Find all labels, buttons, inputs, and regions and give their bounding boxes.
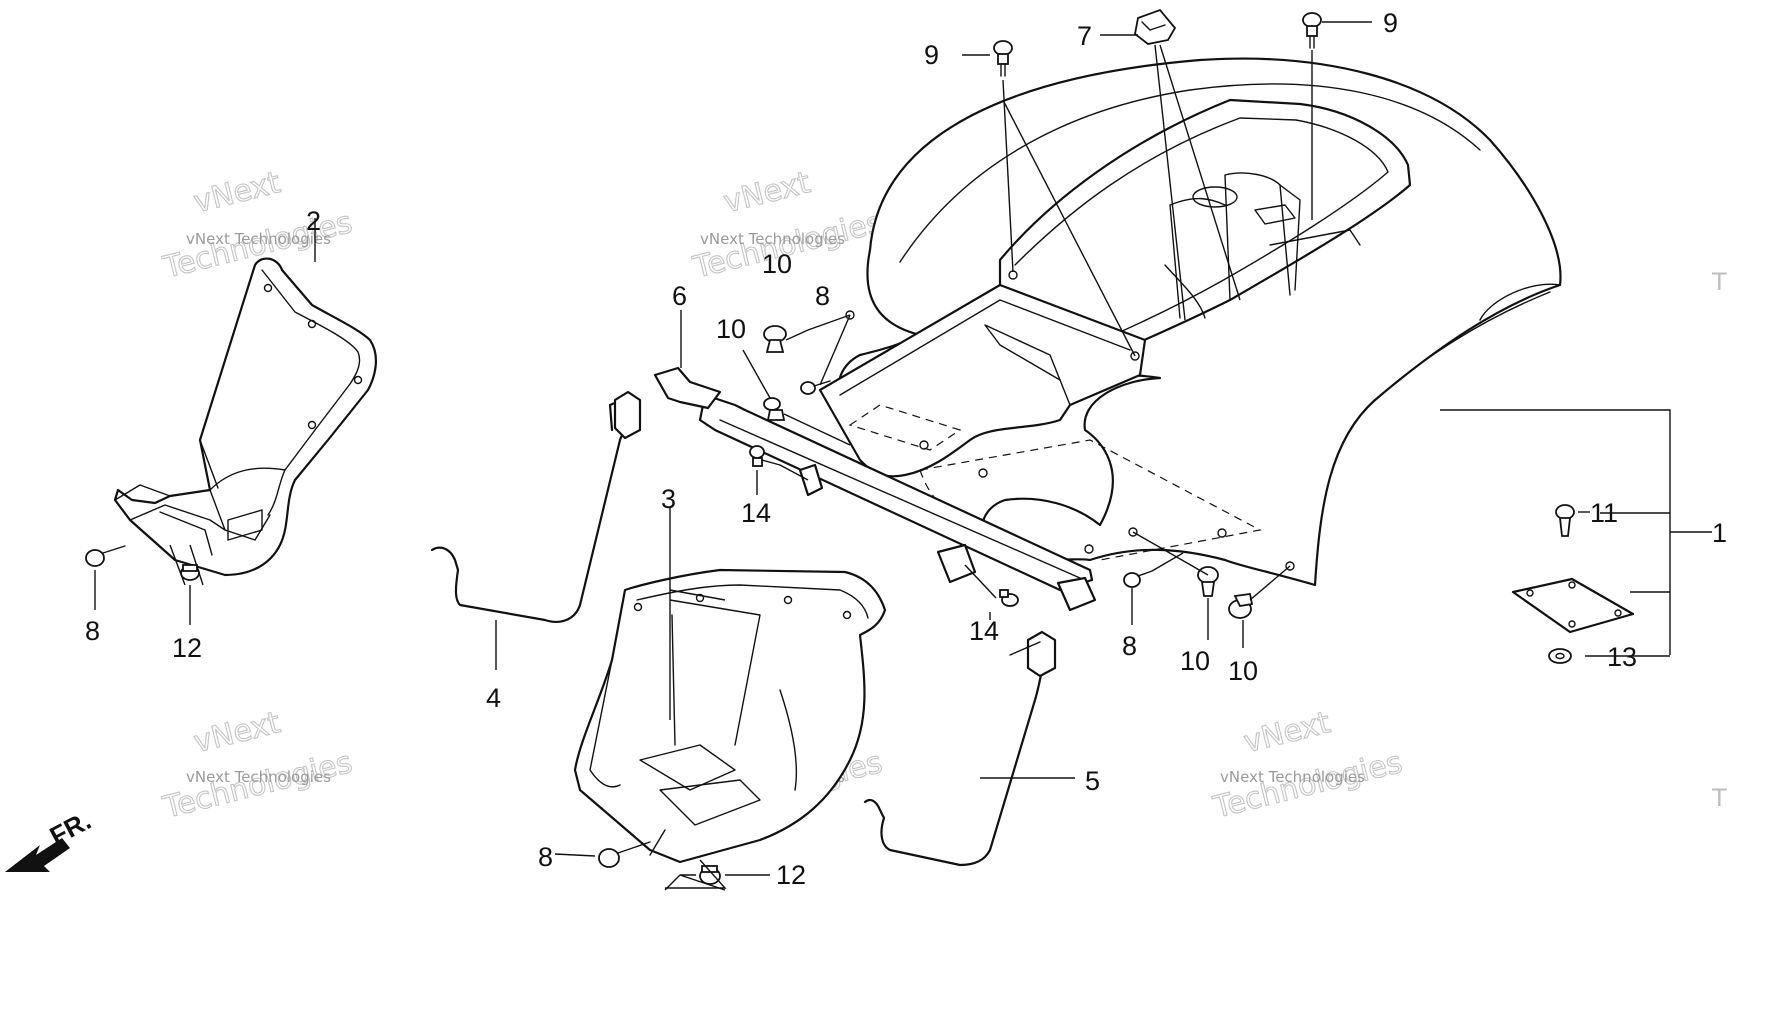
callout-8-bottom: 8 [538,842,553,872]
watermark-vnext: vNext [720,165,814,220]
watermark-text: vNext Technologies [700,230,845,248]
callout-10-middle: 10 [716,314,746,344]
watermark-vnext: vNext [1240,705,1334,760]
watermark-vnext: vNext [190,705,284,760]
rod-part-5 [863,630,1057,867]
watermark-text: vNext Technologies [186,768,331,786]
bolt-8-left [85,545,126,567]
callout-14-upper: 14 [741,498,771,528]
callout-12-left: 12 [172,633,202,663]
bolt-8-bottom [598,841,651,868]
bolt-14-lower [999,589,1019,607]
front-direction-indicator: FR. [5,805,96,872]
callout-7: 7 [1077,21,1092,51]
rivet-10-right-a [1197,566,1219,597]
callout-9-left: 9 [924,40,939,70]
callout-3: 3 [661,484,676,514]
watermark-edge: T [1711,268,1727,296]
grommet-13 [1548,648,1572,664]
callout-9-right: 9 [1383,8,1398,38]
watermark-edge: T [1711,784,1727,812]
watermark-text: vNext Technologies [186,230,331,248]
callout-1: 1 [1712,518,1727,548]
watermark-text: vNext Technologies [1220,768,1365,786]
callout-10-right-b: 10 [1228,656,1258,686]
rivet-10-middle [763,397,786,421]
mudguard-part-2 [113,257,377,577]
callout-8-right: 8 [1122,631,1137,661]
bolt-14-upper [749,445,781,467]
callout-13: 13 [1607,642,1637,672]
bolt-8-right [1123,570,1153,588]
nut-12-bottom [699,865,721,885]
screw-9-right [1302,12,1322,49]
mudguard-part-3 [573,568,887,864]
rear-fender-part-1 [818,57,1562,587]
clip-7 [1134,8,1177,45]
callout-12-bottom: 12 [776,860,806,890]
callout-10-right-a: 10 [1180,646,1210,676]
screw-9-left [993,40,1013,77]
leader-lines [94,21,1712,891]
bolt-8-upper [800,380,831,395]
callout-14-lower: 14 [969,616,999,646]
fasteners [85,8,1635,885]
front-arrow-icon [5,838,70,872]
cover-plate [1511,577,1635,634]
callout-8-upper: 8 [815,281,830,311]
rod-part-4 [430,390,642,623]
rivet-10-right-b [1228,592,1254,619]
callout-2: 2 [306,206,321,236]
callout-6: 6 [672,281,687,311]
nut-12-left [180,564,200,581]
pin-11 [1555,504,1575,537]
callout-10-upper: 10 [762,249,792,279]
callout-labels: 1 2 3 4 5 6 7 8 8 8 8 9 9 10 10 10 10 11… [85,8,1727,890]
callout-11: 11 [1590,498,1618,528]
stay-bar-part-6 [653,366,1097,612]
rivet-10-upper [763,325,787,353]
callout-8-left: 8 [85,616,100,646]
watermark-vnext: vNext [190,165,284,220]
callout-4: 4 [486,683,501,713]
callout-5: 5 [1085,766,1100,796]
